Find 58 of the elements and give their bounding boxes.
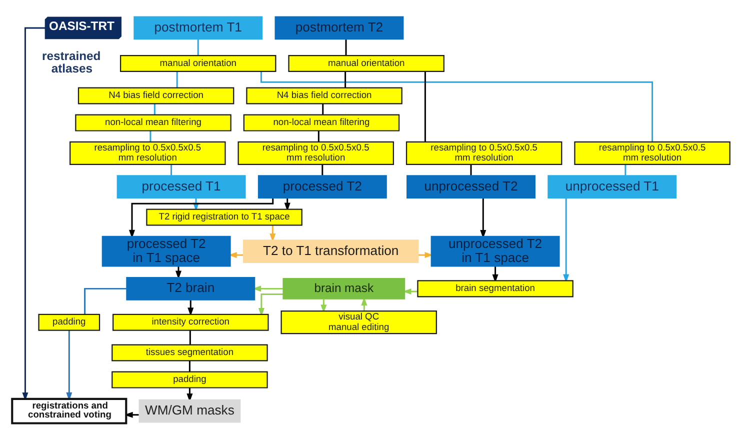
- connector: [470, 164, 472, 175]
- node-box: T2 to T1 transformation: [242, 239, 419, 262]
- node-box: WM/GM masks: [138, 398, 241, 422]
- node-box: N4 bias field correction: [246, 86, 402, 104]
- connector: [188, 360, 190, 372]
- connector: [260, 71, 654, 142]
- connector: [322, 164, 324, 175]
- node-box: N4 bias field correction: [78, 86, 234, 104]
- node-box: postmortem T1: [134, 16, 263, 40]
- arrow: [22, 26, 46, 401]
- connector: [322, 103, 324, 114]
- node-box: resampling to 0.5x0.5x0.5 mm resolution: [70, 140, 226, 164]
- node-box: padding: [112, 370, 268, 388]
- node-box: brain segmentation: [417, 280, 574, 297]
- connector: [84, 287, 126, 314]
- node-box: manual orientation: [288, 54, 444, 72]
- node-box: resampling to 0.5x0.5x0.5 mm resolution: [406, 140, 562, 164]
- connector: [150, 130, 152, 142]
- node-box: non-local mean filtering: [243, 114, 400, 131]
- node-box: intensity correction: [112, 313, 269, 330]
- connector: [154, 103, 156, 114]
- node-box: brain mask: [282, 277, 406, 299]
- connector: [170, 164, 172, 175]
- node-box: visual QC manual editing: [280, 310, 437, 334]
- node-box: unprocessed T2: [406, 174, 536, 198]
- connector: [345, 38, 347, 55]
- connector: [318, 130, 320, 142]
- node-box: registrations and constrained voting: [11, 397, 128, 424]
- node-box: T2 brain: [126, 276, 256, 300]
- node-box: padding: [38, 313, 100, 330]
- node-box: unprocessed T2 in T1 space: [430, 235, 560, 266]
- arrow: [252, 285, 283, 292]
- node-box: T2 rigid registration to T1 space: [146, 208, 302, 226]
- node-box: resampling to 0.5x0.5x0.5 mm resolution: [574, 140, 730, 164]
- node-box: non-local mean filtering: [75, 114, 232, 131]
- connector: [176, 71, 178, 88]
- node-box: postmortem T2: [274, 16, 404, 40]
- connector: [624, 164, 626, 175]
- node-box: processed T2 in T1 space: [102, 235, 231, 266]
- arrow: [175, 266, 182, 279]
- arrow: [258, 293, 284, 316]
- arrow: [418, 252, 434, 258]
- arrow: [563, 198, 570, 282]
- connector: [424, 70, 426, 142]
- node-box: processed T2: [258, 174, 387, 198]
- arrow: [66, 330, 72, 400]
- connector: [197, 38, 199, 55]
- node-label: restrained atlases: [42, 48, 101, 75]
- connector: [189, 330, 191, 344]
- arrow: [480, 198, 486, 238]
- node-box: unprocessed T1: [548, 174, 677, 198]
- node-box: resampling to 0.5x0.5x0.5 mm resolution: [238, 140, 394, 164]
- arrow: [270, 224, 276, 242]
- node-box: tissues segmentation: [112, 344, 268, 361]
- node-box: processed T1: [116, 174, 246, 198]
- arrow: [492, 266, 498, 282]
- node-box: manual orientation: [120, 54, 276, 72]
- connector: [344, 71, 346, 88]
